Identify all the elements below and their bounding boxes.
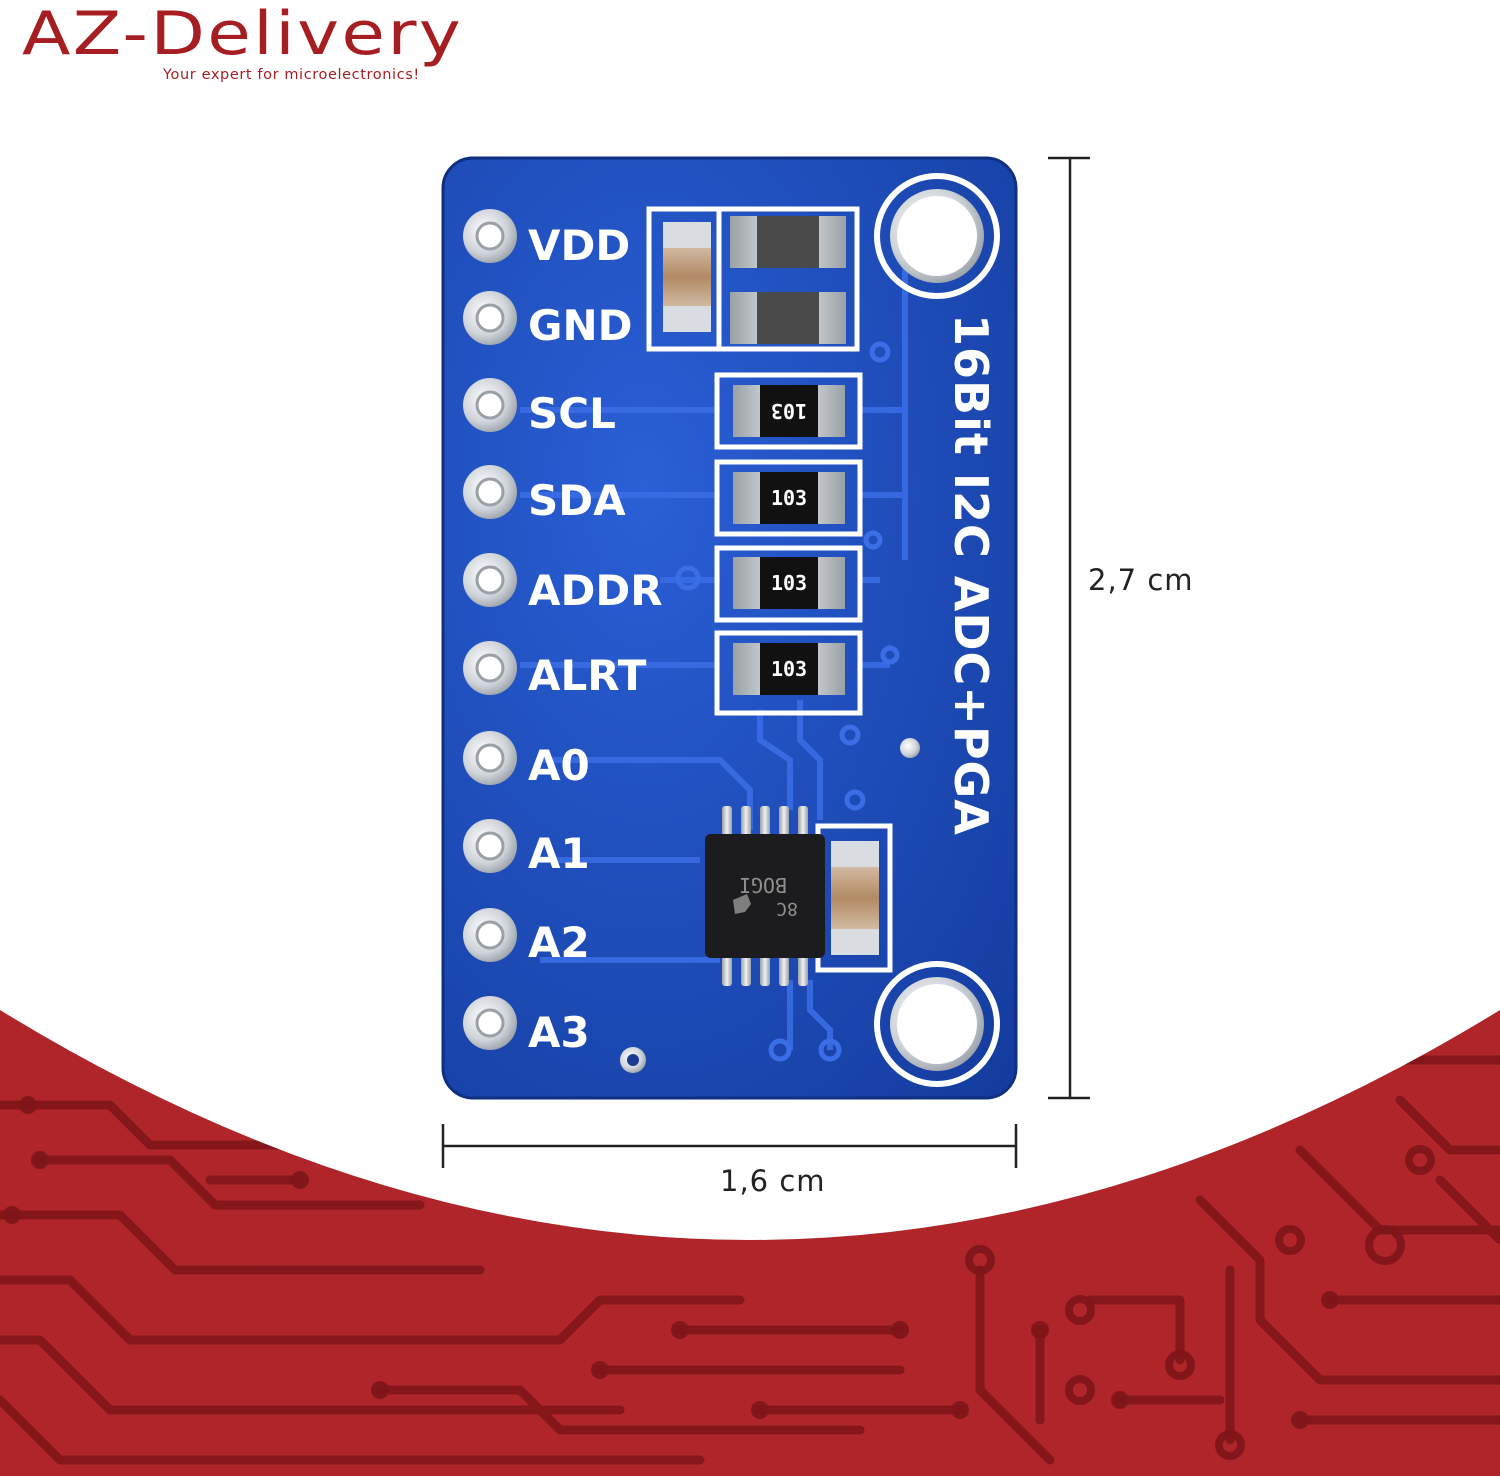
pin-pad-scl	[463, 378, 517, 432]
ceramic-capacitors	[663, 222, 879, 955]
ferrite-inductors	[730, 216, 846, 344]
ads1115-module: 103 103 103 103 BOGI 8C	[441, 156, 1018, 1100]
pin-label-scl: SCL	[528, 389, 616, 438]
pin-pad-addr	[463, 553, 517, 607]
pin-pad-a3	[463, 996, 517, 1050]
pin-label-a1: A1	[528, 829, 590, 878]
pin-label-a3: A3	[528, 1008, 590, 1057]
brand-name: AZ-Delivery	[22, 0, 464, 69]
mounting-hole-bottom	[874, 961, 1000, 1087]
pin-labels: VDD GND SCL SDA ADDR ALRT A0 A1 A2 A3	[528, 221, 663, 1057]
width-dimension-label: 1,6 cm	[720, 1164, 826, 1198]
pin-label-alrt: ALRT	[528, 651, 647, 700]
resistor-code-2: 103	[771, 486, 807, 510]
chip-code: 8C	[776, 898, 798, 919]
pin-pad-a2	[463, 908, 517, 962]
resistor-code-3: 103	[771, 571, 807, 595]
brand-tagline: Your expert for microelectronics!	[163, 67, 420, 83]
adc-chip: BOGI 8C	[705, 806, 825, 986]
resistors	[733, 385, 845, 695]
pin-label-vdd: VDD	[528, 221, 630, 270]
pin-label-a0: A0	[528, 741, 590, 790]
resistor-code-1: 103	[771, 399, 807, 423]
pin-label-sda: SDA	[528, 476, 626, 525]
pin-label-gnd: GND	[528, 301, 633, 350]
pin-pad-gnd	[463, 291, 517, 345]
mounting-hole-top	[874, 173, 1000, 299]
chip-marking: BOGI	[739, 873, 787, 897]
pin-pad-a0	[463, 731, 517, 785]
board-title: 16Bit I2C ADC+PGA	[944, 314, 998, 836]
height-dimension-label: 2,7 cm	[1088, 563, 1194, 597]
pin-pads	[463, 209, 517, 1050]
pin-pad-vdd	[463, 209, 517, 263]
dimension-line-vertical	[1048, 156, 1090, 1100]
pin-pad-a1	[463, 819, 517, 873]
resistor-code-4: 103	[771, 657, 807, 681]
pin-label-a2: A2	[528, 918, 590, 967]
dimension-line-horizontal	[441, 1124, 1018, 1168]
pin-pad-alrt	[463, 641, 517, 695]
circuit-background	[0, 1010, 1500, 1476]
pin-pad-sda	[463, 465, 517, 519]
pin-label-addr: ADDR	[528, 566, 663, 615]
ti-logo-icon	[733, 894, 751, 914]
